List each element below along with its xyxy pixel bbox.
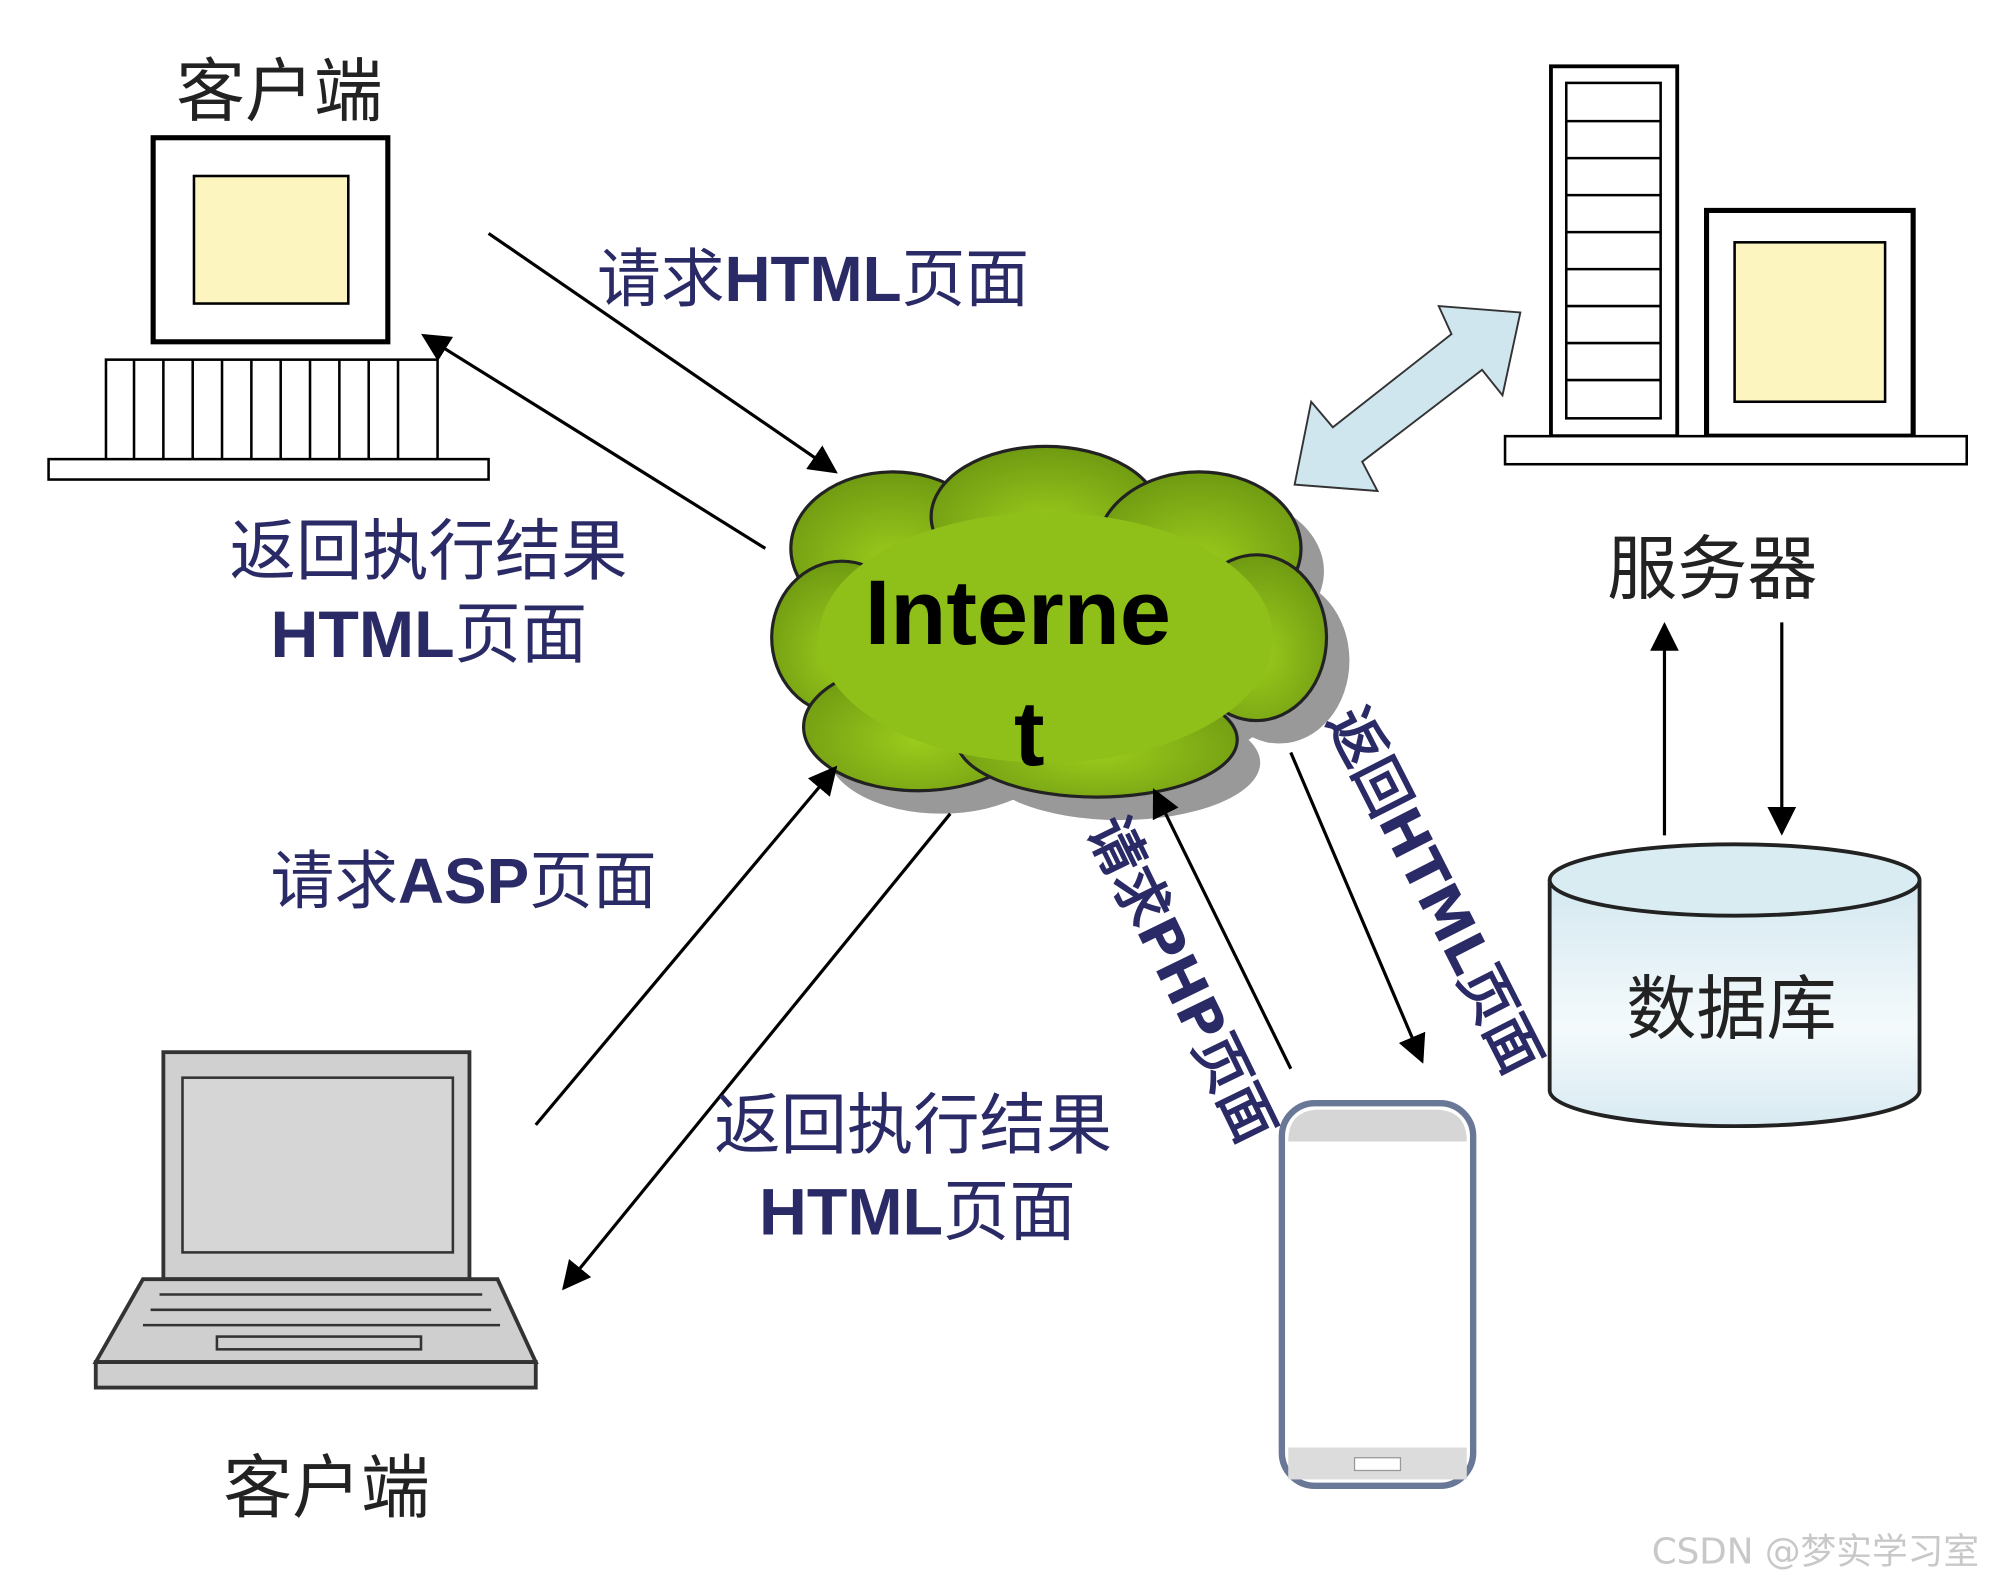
request-html-label: 请求HTML页面: [597, 243, 1029, 317]
return-bottom-label-line1: 返回执行结果: [714, 1086, 1112, 1164]
return-bottom-arrow: [562, 812, 952, 1291]
client-top-label: 客户端: [176, 52, 383, 132]
watermark: CSDN @梦实学习室: [1652, 1532, 1979, 1573]
mobile-phone-icon: [1278, 1100, 1477, 1489]
request-html-arrow: [487, 232, 838, 474]
request-asp-label: 请求ASP页面: [270, 845, 656, 919]
return-top-label-line1: 返回执行结果: [230, 512, 628, 590]
request-asp-arrow: [534, 765, 838, 1126]
server-label: 服务器: [1607, 528, 1817, 610]
laptop-icon: [92, 1050, 539, 1390]
internet-label-line1: Interne: [865, 562, 1171, 664]
database-label: 数据库: [1626, 968, 1836, 1050]
return-top-arrow: [421, 333, 767, 550]
server-icon: [1503, 64, 1968, 466]
client-bottom-label: 客户端: [223, 1448, 430, 1528]
return-html-mobile-arrow: [1289, 751, 1426, 1064]
return-bottom-label-line2: HTML页面: [759, 1173, 1076, 1251]
desktop-computer-icon: [47, 135, 490, 481]
internet-label-line2: t: [1014, 683, 1045, 785]
server-internet-double-arrow: [1293, 305, 1522, 493]
internet-cloud-icon: Interne t: [770, 444, 1350, 821]
return-top-label-line2: HTML页面: [270, 595, 587, 673]
request-php-arrow: [1152, 788, 1293, 1070]
database-icon: [1547, 842, 1922, 1129]
